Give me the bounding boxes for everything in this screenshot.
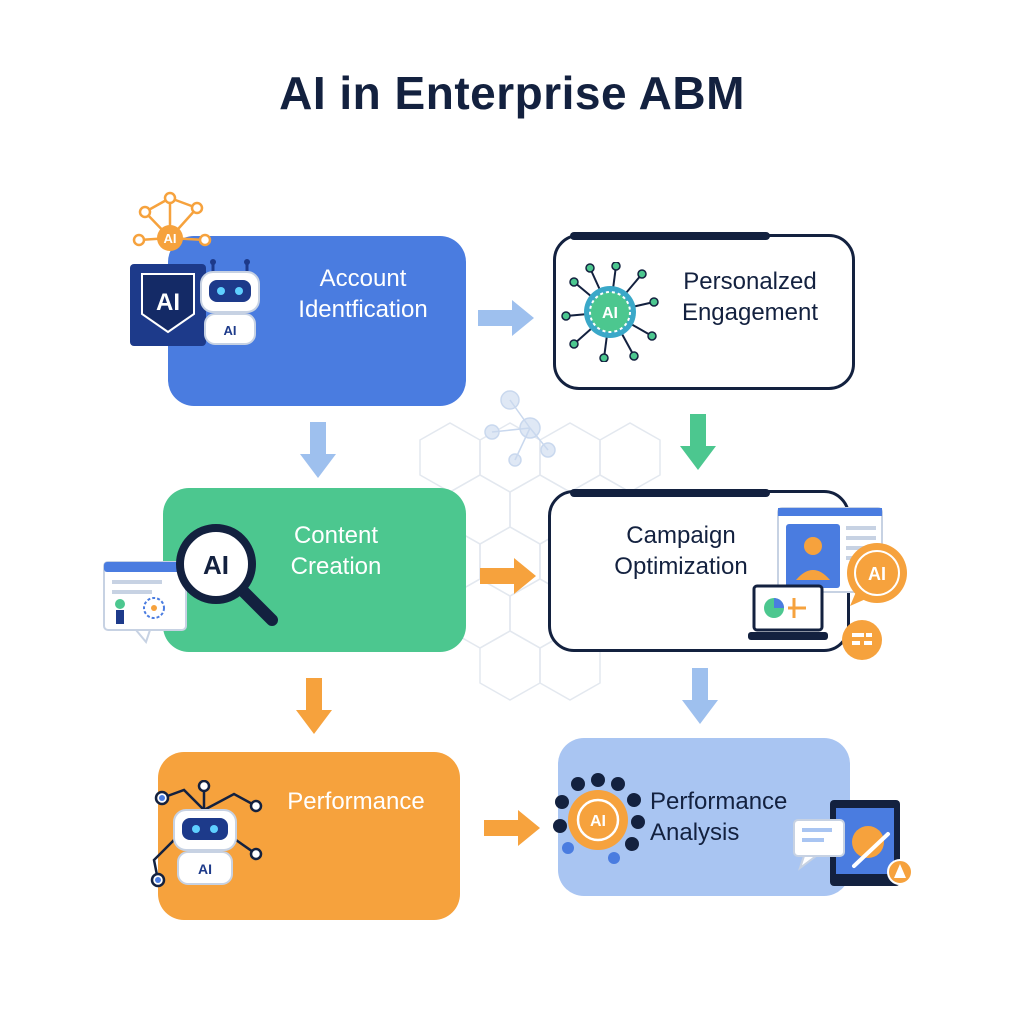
- step-label-campaign-optimization: Campaign Optimization: [614, 522, 748, 580]
- step-label-performance-analysis: Performance Analysis: [650, 788, 788, 846]
- svg-text:AI: AI: [602, 305, 618, 322]
- arrow-down-2: [680, 414, 716, 470]
- step-label-performance: Performance: [287, 788, 425, 815]
- diagram-title: AI in Enterprise ABM: [279, 67, 745, 119]
- analytics-screen-icon: [793, 800, 913, 886]
- robot-icon: AI: [200, 259, 260, 345]
- svg-text:AI: AI: [224, 323, 237, 338]
- robot-network-icon: AI: [150, 780, 263, 888]
- neural-network-ai-icon: AI: [561, 262, 659, 362]
- svg-text:AI: AI: [590, 813, 606, 830]
- document-icon: [103, 561, 187, 644]
- magnifier-ai-icon: AI: [176, 524, 278, 626]
- ai-shield-icon: AI: [130, 264, 206, 346]
- card-top-bar: [570, 489, 770, 497]
- message-coin-icon: [842, 620, 882, 660]
- laptop-chart-icon: [748, 584, 828, 640]
- ai-speech-badge-icon: AI: [847, 543, 907, 606]
- svg-text:AI: AI: [164, 231, 177, 246]
- svg-text:AI: AI: [198, 861, 212, 877]
- arrow-down-4: [682, 668, 718, 724]
- svg-text:AI: AI: [203, 550, 229, 580]
- svg-text:AI: AI: [868, 564, 886, 584]
- arrow-right-1: [478, 300, 534, 336]
- network-ai-icon: AI: [132, 191, 212, 251]
- arrow-right-2: [480, 558, 536, 594]
- gear-ai-hub-icon: AI: [553, 773, 645, 864]
- arrow-down-3: [296, 678, 332, 734]
- svg-text:AI: AI: [156, 289, 180, 316]
- arrow-down-1: [300, 422, 336, 478]
- step-label-account-identification: Account Identfication: [298, 265, 428, 323]
- step-label-content-creation: Content Creation: [290, 522, 382, 580]
- card-top-bar: [570, 232, 770, 240]
- step-label-personalized-engagement: Personalzed Engagement: [681, 268, 819, 326]
- arrow-right-3: [484, 810, 540, 846]
